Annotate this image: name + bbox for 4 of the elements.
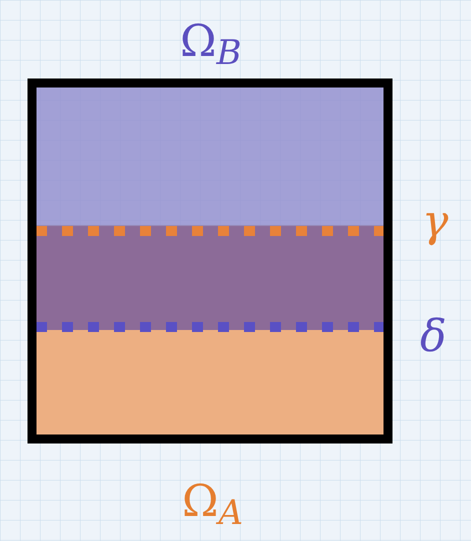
region-label: δ bbox=[420, 315, 446, 359]
region-label: Ω$_{A}$ bbox=[182, 480, 244, 530]
region-label: γ bbox=[422, 200, 448, 244]
region-label: Ω$_{B}$ bbox=[180, 20, 242, 70]
